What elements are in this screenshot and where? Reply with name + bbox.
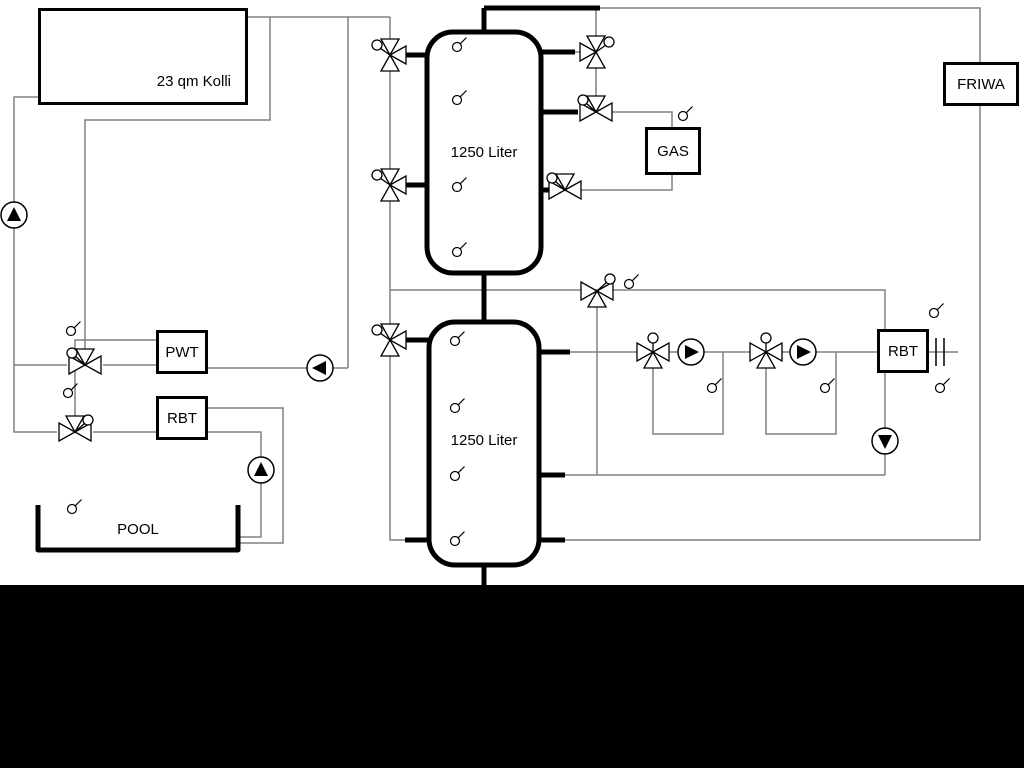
three-way-valve-icon	[749, 332, 783, 369]
pump-icon	[0, 201, 28, 229]
rbt-right-label: RBT	[888, 342, 918, 360]
three-way-valve-icon	[371, 168, 407, 202]
gas-boiler-box: GAS	[645, 127, 701, 175]
pump-icon	[789, 338, 817, 366]
three-way-valve-icon	[371, 38, 407, 72]
rbt-left-label: RBT	[167, 409, 197, 427]
three-way-valve-icon	[371, 323, 407, 357]
gas-label: GAS	[657, 142, 689, 160]
pwt-box: PWT	[156, 330, 208, 374]
three-way-valve-icon	[546, 172, 582, 200]
tank-bottom-label: 1250 Liter	[450, 432, 518, 449]
three-way-valve-icon	[636, 332, 670, 369]
pump-icon	[871, 427, 899, 455]
three-way-valve-icon	[58, 414, 94, 442]
collector-label: 23 qm Kolli	[156, 73, 231, 90]
pool-label: POOL	[117, 521, 159, 538]
pump-icon	[306, 354, 334, 382]
pump-icon	[677, 338, 705, 366]
rbt-right-box: RBT	[877, 329, 929, 373]
collector-box: 23 qm Kolli	[38, 8, 248, 105]
three-way-valve-icon	[66, 347, 102, 375]
tank-top-label: 1250 Liter	[450, 144, 518, 161]
three-way-valve-icon	[577, 94, 613, 122]
pwt-label: PWT	[165, 343, 199, 361]
three-way-valve-icon	[580, 273, 616, 308]
shutoff-ticks-icon	[935, 338, 945, 366]
pipe-network	[13, 7, 981, 544]
pool-basin	[35, 505, 241, 553]
friwa-label: FRIWA	[957, 75, 1005, 93]
pump-icon	[247, 456, 275, 484]
schematic-canvas	[0, 5, 981, 585]
three-way-valve-icon	[579, 35, 615, 69]
rbt-left-box: RBT	[156, 396, 208, 440]
buffer-tank-bottom	[426, 319, 542, 568]
buffer-tank-top	[424, 29, 544, 276]
bottom-black-band	[0, 585, 1024, 768]
friwa-box: FRIWA	[943, 62, 1019, 106]
